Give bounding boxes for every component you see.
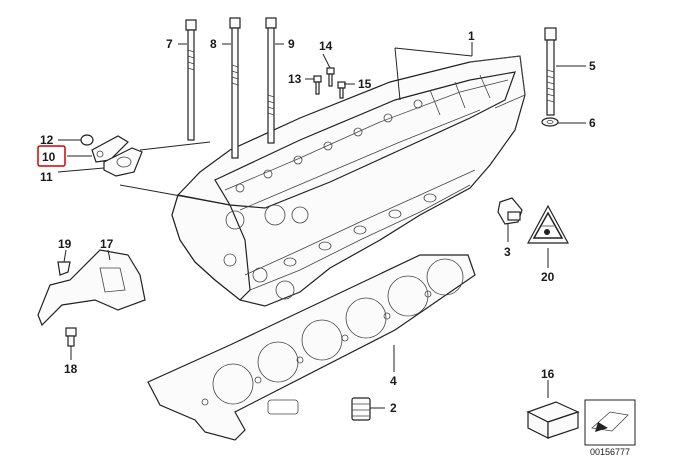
callout-10: 10 (42, 150, 56, 164)
bolt-18[interactable] (65, 327, 77, 347)
callout-5: 5 (589, 59, 596, 73)
screw-14[interactable] (326, 67, 335, 87)
cylinder-head[interactable] (171, 55, 526, 307)
callout-8: 8 (210, 37, 217, 51)
clip-19[interactable] (57, 261, 71, 276)
screw-15[interactable] (337, 81, 346, 99)
temperature-sensor-3[interactable] (497, 197, 523, 225)
callout-1: 1 (468, 29, 475, 43)
callout-17: 17 (100, 237, 114, 251)
bracket-17[interactable] (37, 249, 146, 327)
callout-20: 20 (541, 270, 555, 284)
callout-2: 2 (390, 401, 397, 415)
callout-12: 12 (40, 133, 54, 147)
callout-6: 6 (589, 116, 596, 130)
callout-7: 7 (166, 37, 173, 51)
callout-3: 3 (504, 245, 511, 259)
callout-13: 13 (288, 72, 302, 86)
sleeve-2[interactable] (351, 397, 371, 421)
washer-6[interactable] (541, 117, 559, 127)
cylinder-head-bolt-7[interactable] (185, 19, 197, 141)
callout-16: 16 (541, 367, 555, 381)
callout-18: 18 (64, 362, 78, 376)
leader-lines (57, 42, 586, 409)
callout-labels: 7 8 9 14 13 15 1 5 6 12 10 11 19 17 18 3… (37, 29, 596, 415)
document-reference-box: 00156777 (584, 399, 636, 457)
parts-kit-16[interactable] (526, 401, 580, 439)
nut-12[interactable] (80, 134, 94, 146)
flange-cover-10[interactable] (91, 135, 129, 163)
callout-10-highlight (37, 145, 66, 167)
warning-label-icon[interactable] (526, 204, 570, 244)
callout-11: 11 (40, 170, 53, 184)
screw-13[interactable] (313, 75, 322, 95)
document-number: 00156777 (590, 447, 630, 457)
callout-9: 9 (288, 37, 295, 51)
gasket-11[interactable] (103, 147, 143, 177)
cylinder-head-bolt-9[interactable] (265, 17, 277, 144)
callout-15: 15 (358, 77, 372, 91)
callout-4: 4 (390, 374, 397, 388)
callout-14: 14 (319, 39, 333, 53)
head-gasket[interactable] (147, 254, 476, 441)
cylinder-head-bolt-8[interactable] (229, 17, 241, 159)
cylinder-head-bolt-5[interactable] (544, 27, 557, 116)
callout-19: 19 (58, 237, 72, 251)
